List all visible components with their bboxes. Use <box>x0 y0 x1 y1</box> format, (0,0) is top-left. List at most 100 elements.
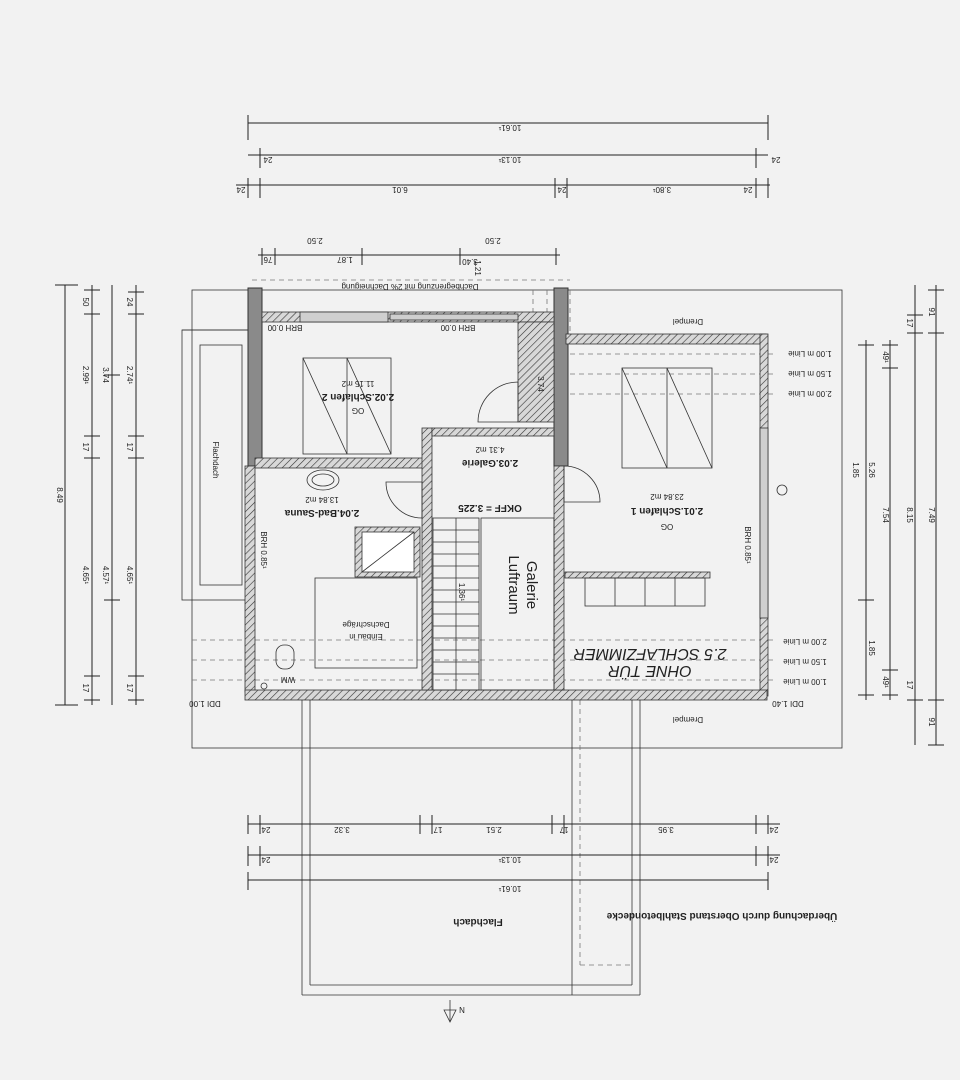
dim-left-b3: 2.74¹ <box>125 366 134 385</box>
dim-right-a3: 8.15 <box>905 507 914 523</box>
schlafen2-area: 11.15 m2 <box>341 379 374 388</box>
dim-left-a1: 50 <box>81 298 90 307</box>
dim-gal-a: 2.50 <box>307 236 323 245</box>
headroom-lines: 1.00 m Linie 1.50 m Linie 2.00 m Linie 2… <box>192 349 832 686</box>
dim-bottom-17b: 17 <box>559 825 568 834</box>
bad-dim-label: 1.36¹ <box>457 583 466 602</box>
dim-top-inner: 10.13¹ <box>498 155 521 164</box>
dd-left-label: DDI 1.00 <box>189 699 221 708</box>
room-labels: OG 2.02.Schlafen 2 11.15 m2 OG 2.01.Schl… <box>284 379 727 680</box>
bad-area: 13.84 m2 <box>305 495 339 504</box>
wm-label: WM <box>281 675 296 684</box>
line-100-bottom: 1.00 m Linie <box>783 677 827 686</box>
dim-right-b3: 49¹ <box>881 676 890 688</box>
dim-right-b1: 49¹ <box>881 351 890 363</box>
dim-top-start-24: 24 <box>236 185 245 194</box>
dim-top-right-segment: 3.80¹ <box>653 185 672 194</box>
einbau-label: Einbau in <box>349 632 382 641</box>
galerie-area: 4.31 m2 <box>475 445 504 454</box>
dim-gal-d: 1.87 <box>337 255 353 264</box>
dim-gal-c: 76 <box>263 255 272 264</box>
schlafen1-area: 23.84 m2 <box>650 492 684 501</box>
dim-bottom-seg3: 3.95 <box>658 825 674 834</box>
dim-top-edge-right: 24 <box>771 155 780 164</box>
north-label: N <box>459 1005 465 1014</box>
dim-left-b2: 3.74 <box>101 367 110 383</box>
line-200-top: 2.00 m Linie <box>788 389 832 398</box>
dim-top-end-24: 24 <box>743 185 752 194</box>
stair-dim-label: 3.74 <box>536 376 545 392</box>
dim-bottom-seg2: 2.51 <box>486 825 502 834</box>
roof-outlines <box>181 279 843 996</box>
dim-right-c1: 5.26 <box>867 462 876 478</box>
left-dimension-chains: 8.49 50 2.99¹ 17 4.65¹ 17 3.74 4.57¹ 24 … <box>55 284 144 706</box>
dim-left-a2: 2.99¹ <box>81 366 90 385</box>
doors <box>385 381 601 519</box>
annotations: Dachbegrenzung mit 2% Dachneigung Drempe… <box>189 282 838 927</box>
schlafen2-floor: OG <box>352 406 364 415</box>
stair <box>432 517 555 691</box>
brh-right-label: BRH 0.85¹ <box>743 526 752 564</box>
brh-bad-label: BRH 0.85¹ <box>259 531 268 569</box>
dim-right-b2: 7.54 <box>881 507 890 523</box>
dim-right-c3: 1.85 <box>867 640 876 656</box>
dim-right-total: 7.49 <box>927 507 936 523</box>
galerie-name: 2.03.Galerie <box>461 457 518 468</box>
dim-left-b7: 17 <box>125 684 134 693</box>
dim-right-c2: 1.85 <box>851 462 860 478</box>
dim-bottom-24b: 24 <box>769 855 778 864</box>
dim-right-a5: 91 <box>927 718 936 727</box>
schlafen1-name: 2.01.Schlafen 1 <box>630 505 703 516</box>
dim-left-b5: 4.57¹ <box>101 566 110 585</box>
dim-top-edge-left: 24 <box>263 155 272 164</box>
dim-left-a4: 4.65¹ <box>81 566 90 585</box>
luftraum-line1: Galerie <box>523 561 540 609</box>
dim-left-b1: 24 <box>125 298 134 307</box>
okff-level: OKFF = 3.225 <box>458 502 522 513</box>
dim-left-b6: 4.65¹ <box>125 566 134 585</box>
right-dimension-chains: 7.49 91 91 17 8.15 17 49¹ 7.54 49¹ 5.26 … <box>851 285 944 746</box>
line-200-bottom: 2.00 m Linie <box>783 637 827 646</box>
dim-top-total: 10.61¹ <box>498 123 521 132</box>
line-150-top: 1.50 m Linie <box>788 369 832 378</box>
brh-mid-label: BRH 0.00 <box>440 323 475 332</box>
schlafen1-floor: OG <box>661 522 673 531</box>
dim-right-a2: 17 <box>905 319 914 328</box>
flachdach-bottom-label: Flachdach <box>453 916 502 927</box>
dim-gal-f: 1.21 <box>473 260 482 276</box>
dim-bottom-24c: 24 <box>261 825 270 834</box>
luftraum-line2: Luftraum <box>505 555 522 614</box>
handwritten-ohne-tuer: OHNE TÜR <box>608 662 692 680</box>
dim-top-mid-24: 24 <box>557 185 566 194</box>
brh-top-label: BRH 0.00 <box>267 323 302 332</box>
dim-bottom-17a: 17 <box>433 825 442 834</box>
dim-bottom-24a: 24 <box>261 855 270 864</box>
dim-left-a5: 17 <box>81 684 90 693</box>
dachbegrenzung-label: Dachbegrenzung mit 2% Dachneigung <box>342 282 479 291</box>
gallery-dimension-chain: 2.50 2.50 76 1.87 3.40 1.21 <box>258 236 560 276</box>
drempel-top-label: Drempel <box>673 317 703 326</box>
dim-right-a1: 91 <box>927 308 936 317</box>
north-arrow-icon: N <box>443 1000 465 1023</box>
schlafen2-name: 2.02.Schlafen 2 <box>321 391 394 402</box>
dim-gal-b: 2.50 <box>485 236 501 245</box>
drempel-bottom-label: Drempel <box>673 715 703 724</box>
dim-bottom-seg1: 3.32 <box>334 825 350 834</box>
furniture <box>260 357 788 690</box>
dachschraege-label: Dachschräge <box>342 620 390 629</box>
dim-top-left-segment: 6.01 <box>392 185 408 194</box>
dim-gal-e: 3.40 <box>462 257 478 266</box>
dim-bottom-24d: 24 <box>769 825 778 834</box>
dim-left-total: 8.49 <box>55 487 64 503</box>
dim-left-b4: 17 <box>125 443 134 452</box>
dim-right-a4: 17 <box>905 681 914 690</box>
handwritten-schlafzimmer: 2.5 SCHLAFZIMMER <box>573 645 727 662</box>
bottom-dimension-chains: 10.61¹ 10.13¹ 24 24 24 24 3.32 17 2.51 1… <box>247 815 780 893</box>
walls <box>244 287 769 701</box>
dim-bottom-inner: 10.13¹ <box>498 855 521 864</box>
dd-right-label: DDI 1.40 <box>772 699 804 708</box>
bad-name: 2.04.Bad-Sauna <box>284 507 359 518</box>
top-dimension-chains: 10.61¹ 10.13¹ 24 24 6.01 3.80¹ 24 24 24 <box>236 115 780 198</box>
ueberdachung-label: Überdachung durch Oberstand Stahlbetonde… <box>606 910 837 923</box>
